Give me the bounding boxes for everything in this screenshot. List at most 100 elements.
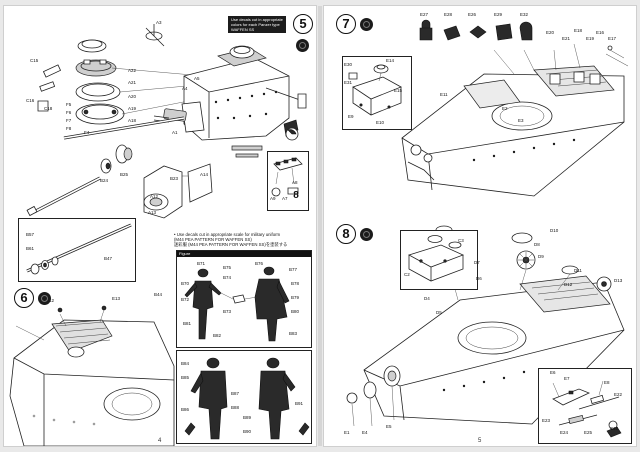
part-label: D9 [538, 254, 544, 259]
figure-label: B81 [183, 321, 192, 326]
part-label: E22 [614, 392, 623, 397]
part-label: F7 [66, 118, 72, 123]
part-label: D10 [550, 228, 559, 233]
part-label: B23 [170, 176, 179, 181]
part-label: C15 [30, 58, 39, 63]
figure-panel-a: Figure B71 B70 B72 B75 B74 B73 B76 B77 B… [176, 250, 312, 348]
figure-label: B70 [181, 281, 190, 286]
part-label: E6 [550, 370, 556, 375]
step8-detail-diagram [539, 369, 631, 443]
part-label: A19 [128, 106, 137, 111]
part-label: C18 [44, 106, 53, 111]
instruction-page-left: Use decals cut in appropriate colors for… [4, 6, 316, 446]
figure-label: B72 [181, 297, 190, 302]
part-label: E15 [394, 88, 403, 93]
figure-label: B86 [181, 407, 190, 412]
part-label: C16 [26, 98, 35, 103]
decal-note-line-3: WAFFEN SS [231, 27, 255, 32]
figure-panel-b: B84 B85 B86 B87 B88 B89 B90 B91 [176, 350, 312, 444]
inset-part-diagram [268, 152, 308, 210]
part-label: D5 [436, 310, 442, 315]
part-label: E31 [344, 80, 353, 85]
part-label: E28 [444, 12, 453, 17]
part-label: D6 [476, 276, 482, 281]
part-label: E26 [468, 12, 477, 17]
page-gutter [318, 6, 322, 446]
part-label: E25 [584, 430, 593, 435]
figure-label: B77 [289, 267, 298, 272]
inset-step-8-number: 8 [293, 190, 299, 201]
step7-inset-diagram [343, 57, 411, 129]
uniform-note: • Use decals cut in appropriate scale fo… [174, 232, 287, 247]
page-number: 5 [478, 438, 482, 444]
figure-label: B91 [295, 401, 304, 406]
part-label: C2 [404, 272, 410, 277]
part-label: E14 [386, 58, 395, 63]
part-label: A4 [182, 86, 188, 91]
part-label: F4 [84, 130, 90, 135]
uniform-note-line-1: • Use decals cut in appropriate scale fo… [174, 232, 281, 237]
step-7-badge: 7 [336, 14, 356, 34]
figure-soldiers-standing [177, 257, 311, 347]
part-label: E3 [518, 118, 524, 123]
part-label: E21 [562, 36, 571, 41]
hull-lower-diagram [4, 296, 174, 446]
decal-note-box: Use decals cut in appropriate colors for… [228, 16, 286, 33]
figure-label: B76 [255, 261, 264, 266]
part-label: C20 [610, 426, 619, 431]
figure-label: B84 [181, 361, 190, 366]
figure-label: B80 [291, 309, 300, 314]
part-label: B24 [100, 178, 109, 183]
part-label: A14 [200, 172, 209, 177]
step8-inset-diagram [401, 231, 477, 289]
figure-panel-a-bar: Figure [177, 251, 311, 257]
part-label: B61 [26, 246, 35, 251]
step7-inset-box [342, 56, 412, 130]
upper-hull-step7-diagram [324, 30, 636, 206]
figure-label: B82 [213, 333, 222, 338]
figure-label: B71 [197, 261, 206, 266]
barrel-detail-diagram [19, 219, 135, 281]
part-label: F5 [66, 102, 72, 107]
part-label: E9 [348, 114, 354, 119]
part-label: D13 [614, 278, 623, 283]
part-label: D12 [564, 282, 573, 287]
turret-assembly-diagram [4, 6, 316, 306]
part-label: A3 [156, 20, 162, 25]
part-label: A18 [128, 118, 137, 123]
step-8-badge: 8 [336, 224, 356, 244]
paint-marker-icon [360, 18, 373, 31]
figure-label: B85 [181, 375, 190, 380]
part-label: D4 [424, 296, 430, 301]
figure-label: B87 [231, 391, 240, 396]
part-label: E18 [574, 28, 583, 33]
step-6-badge: 6 [14, 288, 34, 308]
part-label: E5 [386, 424, 392, 429]
part-label: E16 [596, 30, 605, 35]
part-label: E8 [604, 380, 610, 385]
part-label: E17 [608, 36, 617, 41]
decal-note-line-2: colors for each Panzer type [231, 22, 280, 27]
part-label: F8 [66, 126, 72, 131]
part-label: A20 [128, 94, 137, 99]
part-label: B47 [104, 256, 113, 261]
small-parts-row [414, 14, 534, 44]
part-label: E10 [376, 120, 385, 125]
inset-label-a9: A9 [270, 196, 276, 201]
figure-label: B88 [231, 405, 240, 410]
figure-label: B79 [291, 295, 300, 300]
figure-label: B78 [291, 281, 300, 286]
inset-label-a7: A7 [282, 196, 288, 201]
barrel-detail-box [18, 218, 136, 282]
paint-marker-icon [296, 39, 309, 52]
part-label: A5 [194, 76, 200, 81]
part-label: B57 [26, 232, 35, 237]
paint-marker-icon [360, 228, 373, 241]
step-5-badge: 5 [293, 14, 313, 34]
part-label: D7 [474, 260, 480, 265]
part-label: E27 [420, 12, 429, 17]
uniform-note-line-3: 迷彩服 (M44 PEA PATTERN FOR WAFFEN SS)を塗装する [174, 242, 288, 247]
figure-label: B74 [223, 275, 232, 280]
part-label: A22 [128, 68, 137, 73]
part-label: E7 [564, 376, 570, 381]
